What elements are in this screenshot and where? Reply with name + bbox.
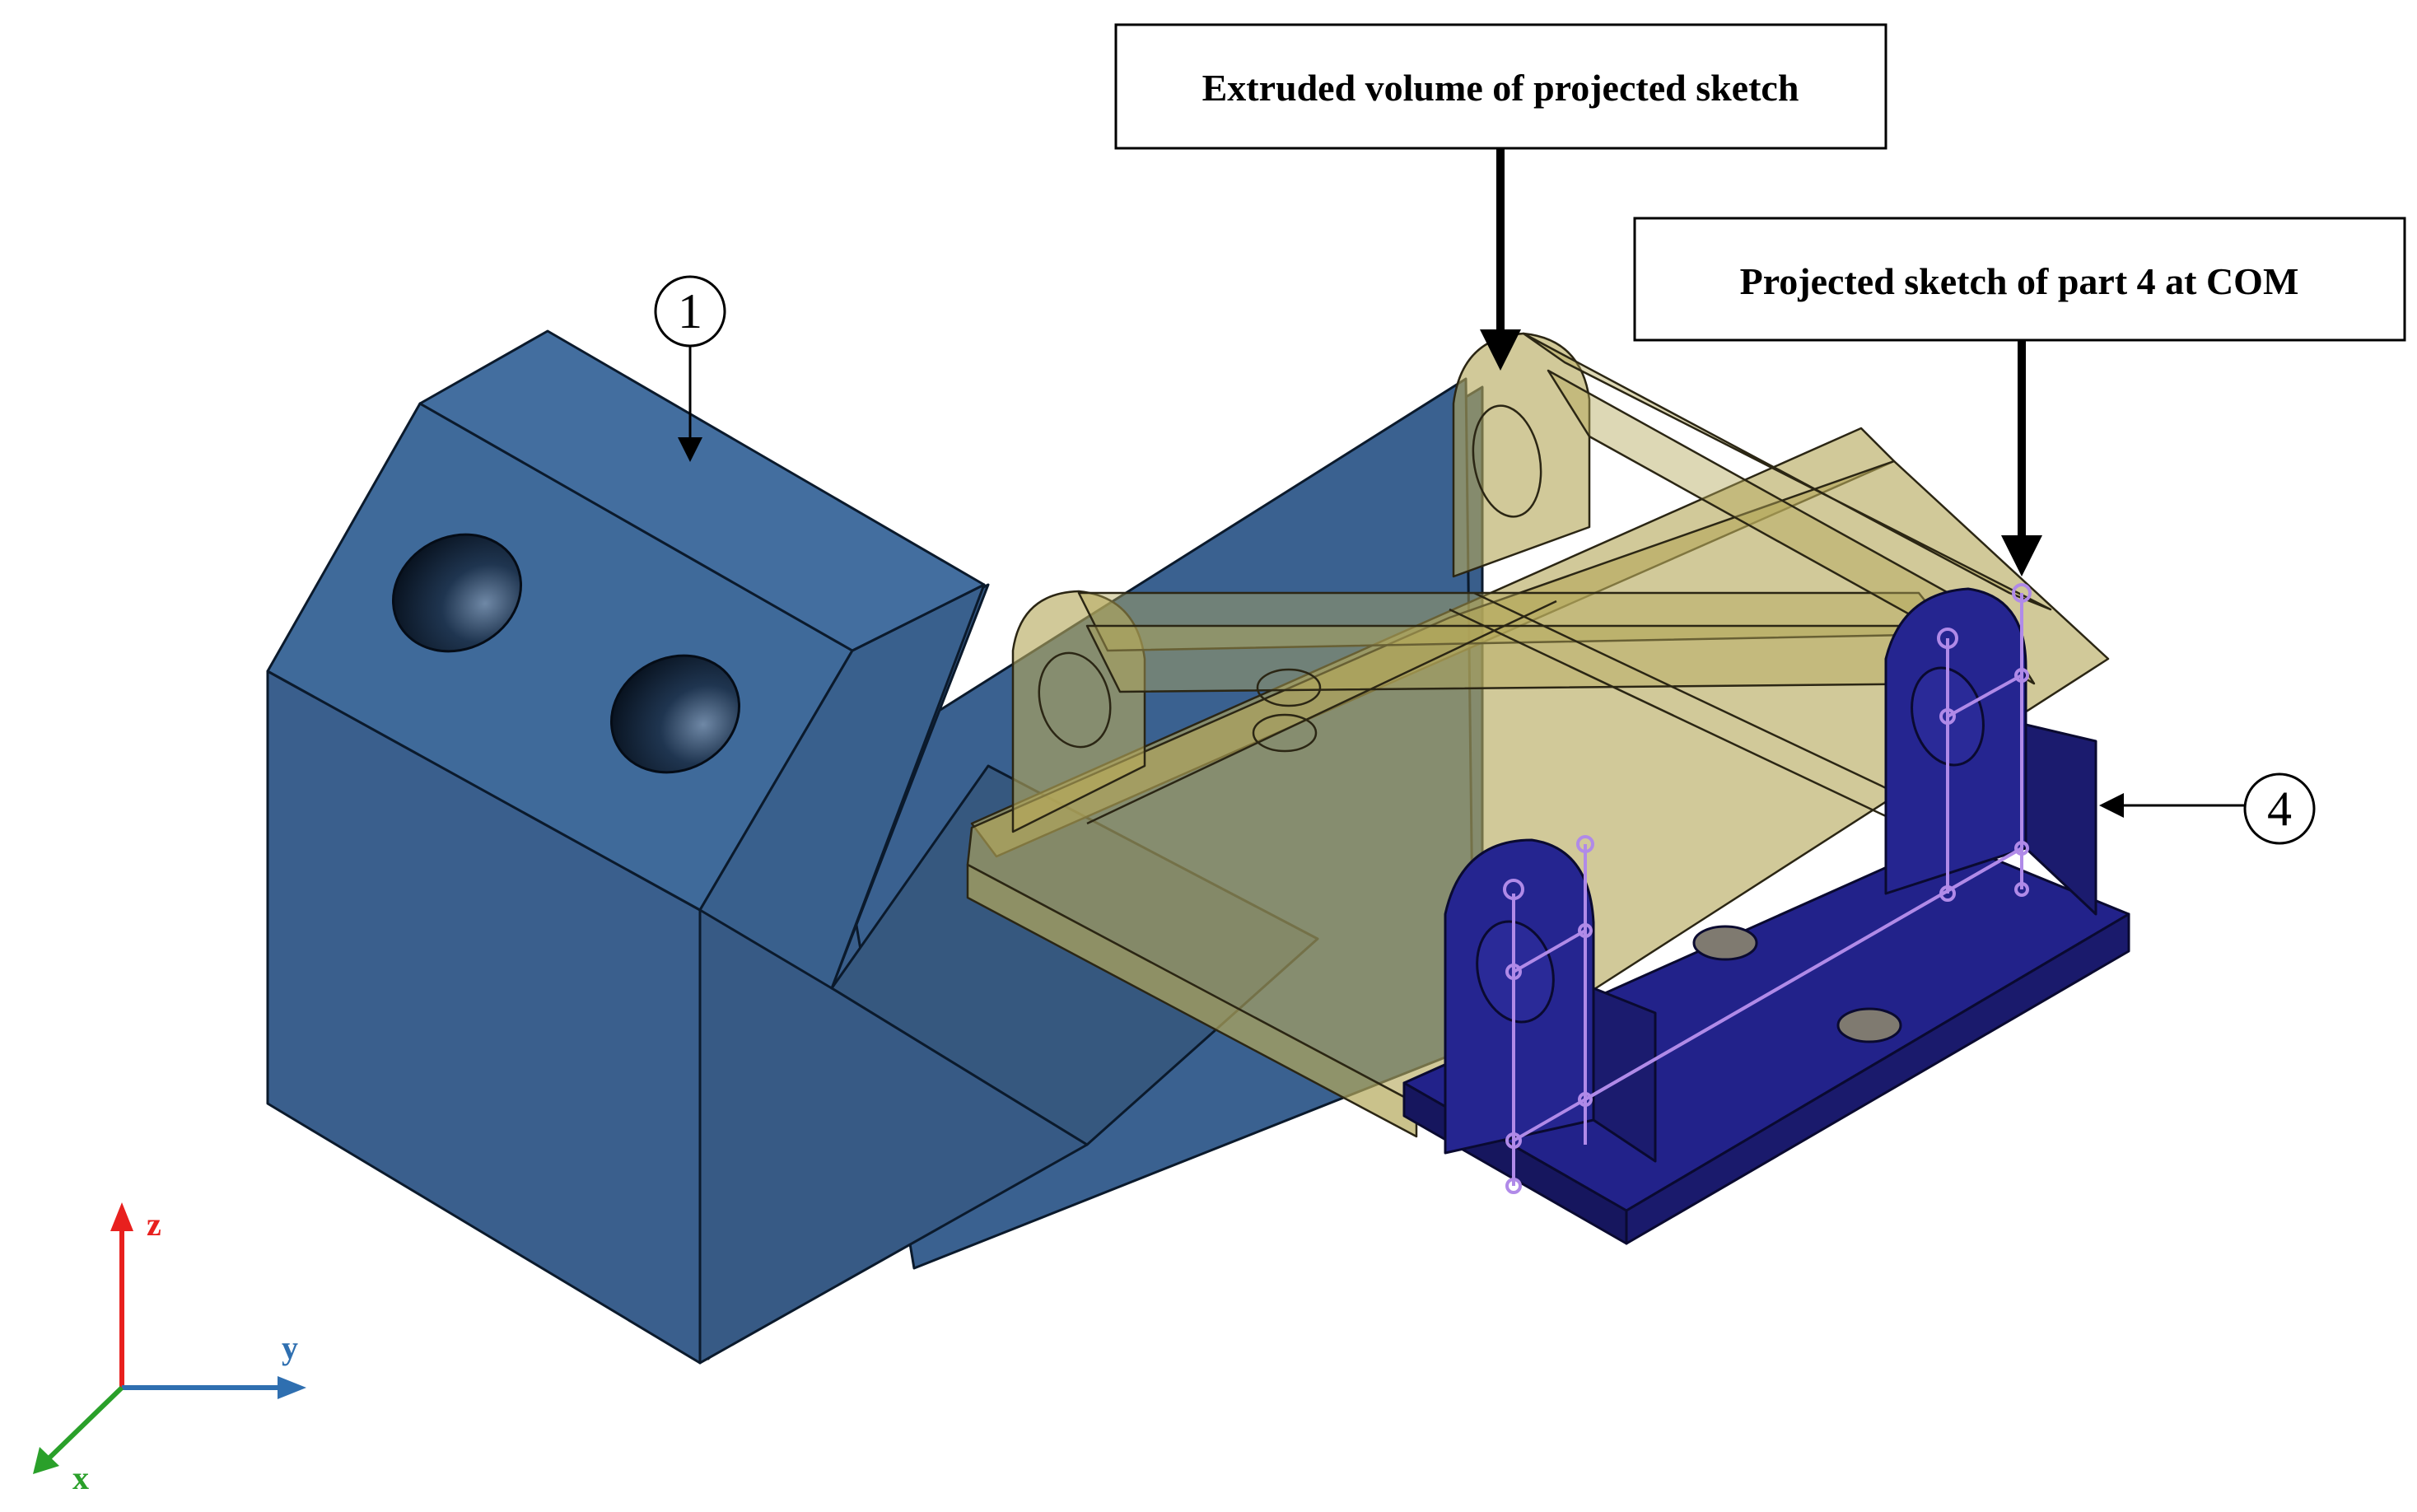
part-4-label: 4	[2099, 772, 2316, 845]
extruded-floor-line-2	[1473, 591, 1944, 817]
part-4-base-hole-1	[1692, 925, 1758, 961]
sketch-node-8	[2014, 668, 2029, 683]
x-axis-line	[43, 1385, 124, 1464]
y-axis-arrowhead	[278, 1376, 306, 1399]
sketch-node-7	[1939, 708, 1956, 725]
sketch-node-3	[1937, 628, 1958, 649]
x-axis-arrowhead	[33, 1447, 59, 1474]
callout-projected-box	[1633, 217, 2406, 342]
extruded-floor-line-3	[1086, 600, 1557, 825]
extruded-rod-back	[1522, 332, 2052, 611]
axis-triad: z y x	[33, 1202, 306, 1496]
callout-projected: Projected sketch of part 4 at COM	[1633, 217, 2406, 576]
hole-left	[391, 533, 523, 653]
part-1-label: 1	[654, 275, 726, 462]
sketch-line-s2	[1947, 674, 2023, 718]
part-1-number: 1	[678, 284, 702, 338]
sketch-node-10	[1505, 1178, 1522, 1194]
sketch-node-11	[1578, 1092, 1593, 1107]
z-axis-arrowhead	[110, 1202, 133, 1231]
extruded-upright-front-hole	[1038, 651, 1112, 749]
hole-right	[609, 654, 741, 774]
sketch-node-13	[2014, 841, 2029, 856]
part-1-top-face	[418, 329, 986, 652]
z-axis-label: z	[147, 1206, 161, 1243]
extruded-floor-hole-1	[1256, 668, 1322, 707]
sketch-node-9	[1505, 1132, 1522, 1149]
x-axis-label: x	[72, 1459, 89, 1496]
part-4-number: 4	[2267, 782, 2292, 836]
callout-projected-text: Projected sketch of part 4 at COM	[1740, 260, 2299, 302]
sketch-node-12	[1939, 885, 1956, 902]
sketch-line-s1	[1513, 929, 1586, 973]
projected-sketch	[1503, 583, 2032, 1194]
callout-extruded: Extruded volume of projected sketch	[1114, 23, 1887, 371]
part-4-balloon	[2243, 772, 2316, 845]
sketch-node-2	[1576, 835, 1594, 853]
extruded-rod-back-body	[1547, 369, 2036, 685]
sketch-node-4	[2012, 583, 2032, 603]
callout-extruded-text: Extruded volume of projected sketch	[1202, 67, 1799, 109]
extruded-upright-back-hole	[1472, 404, 1542, 518]
part-4-base-hole-2	[1836, 1007, 1902, 1043]
extruded-base-front	[966, 863, 1418, 1138]
part-4-upright-back-side	[2024, 723, 2097, 916]
extruded-floor-line-1	[1449, 608, 1920, 833]
extruded-volume	[966, 332, 2110, 1138]
sketch-node-6	[1578, 923, 1593, 938]
extruded-rod-front-body	[1085, 624, 1962, 693]
sketch-node-14	[2014, 882, 2029, 897]
extruded-floor-hole-2	[1252, 713, 1318, 753]
sketch-line-d2	[1584, 847, 2023, 1101]
sketch-node-1	[1503, 879, 1524, 900]
part-4-upright-front-side	[1592, 987, 1657, 1163]
part-4-base-side	[1625, 912, 2130, 1245]
y-axis-label: y	[282, 1329, 298, 1366]
sketch-node-5	[1505, 964, 1522, 980]
